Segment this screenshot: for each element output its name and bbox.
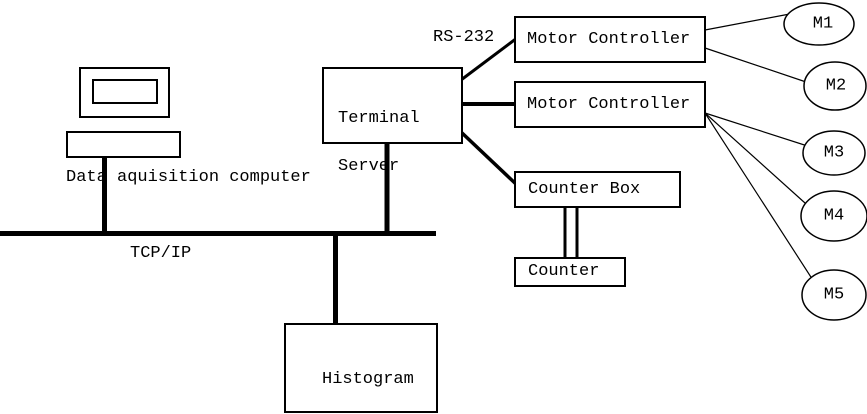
histogram-memory-label-line1: Histogram — [322, 370, 414, 389]
motor-m5-ellipse — [801, 269, 867, 321]
counter-box-label: Counter Box — [528, 179, 641, 199]
motor-m2-label: M2 — [825, 76, 847, 96]
terminal-counterbox-line — [459, 130, 519, 187]
data-acquisition-computer-label: Data aquisition computer — [66, 168, 311, 187]
motor-m5-label: M5 — [823, 285, 845, 305]
counter-label: Counter — [528, 262, 600, 281]
computer-keyboard-icon — [66, 131, 181, 158]
motor-controller-2-node: Motor Controller — [514, 81, 706, 128]
histogram-memory-node: Histogram Memory — [284, 323, 438, 413]
motor-controller-2-label: Motor Controller — [527, 94, 691, 114]
tcpip-label: TCP/IP — [130, 244, 192, 263]
terminal-server-label-line2: Server — [338, 157, 400, 176]
mc1-m1-line — [704, 12, 796, 31]
motor-m2-ellipse — [803, 61, 867, 111]
motor-m3-ellipse — [802, 130, 866, 176]
mc2-m4-line — [704, 112, 816, 213]
motor-controller-1-node: Motor Controller — [514, 16, 706, 63]
computer-screen-icon — [92, 79, 158, 104]
rs232-line-mc1 — [460, 36, 518, 82]
mc1-m2-line — [704, 47, 813, 85]
mc2-m3-line — [704, 112, 821, 151]
mc2-m5-line — [704, 112, 819, 289]
counter-node: Counter — [514, 257, 626, 287]
motor-m4-ellipse — [800, 190, 867, 242]
terminal-server-label-line1: Terminal — [338, 109, 420, 128]
motor-m1-label: M1 — [812, 14, 834, 34]
terminal-server-node: Terminal Server — [322, 67, 463, 175]
motor-m1-ellipse — [783, 2, 855, 46]
motor-m4-label: M4 — [823, 206, 845, 226]
rs232-label: RS-232 — [433, 28, 495, 47]
counter-box-node: Counter Box — [514, 171, 681, 208]
motor-m3-label: M3 — [823, 143, 845, 163]
motor-controller-1-label: Motor Controller — [527, 29, 691, 49]
